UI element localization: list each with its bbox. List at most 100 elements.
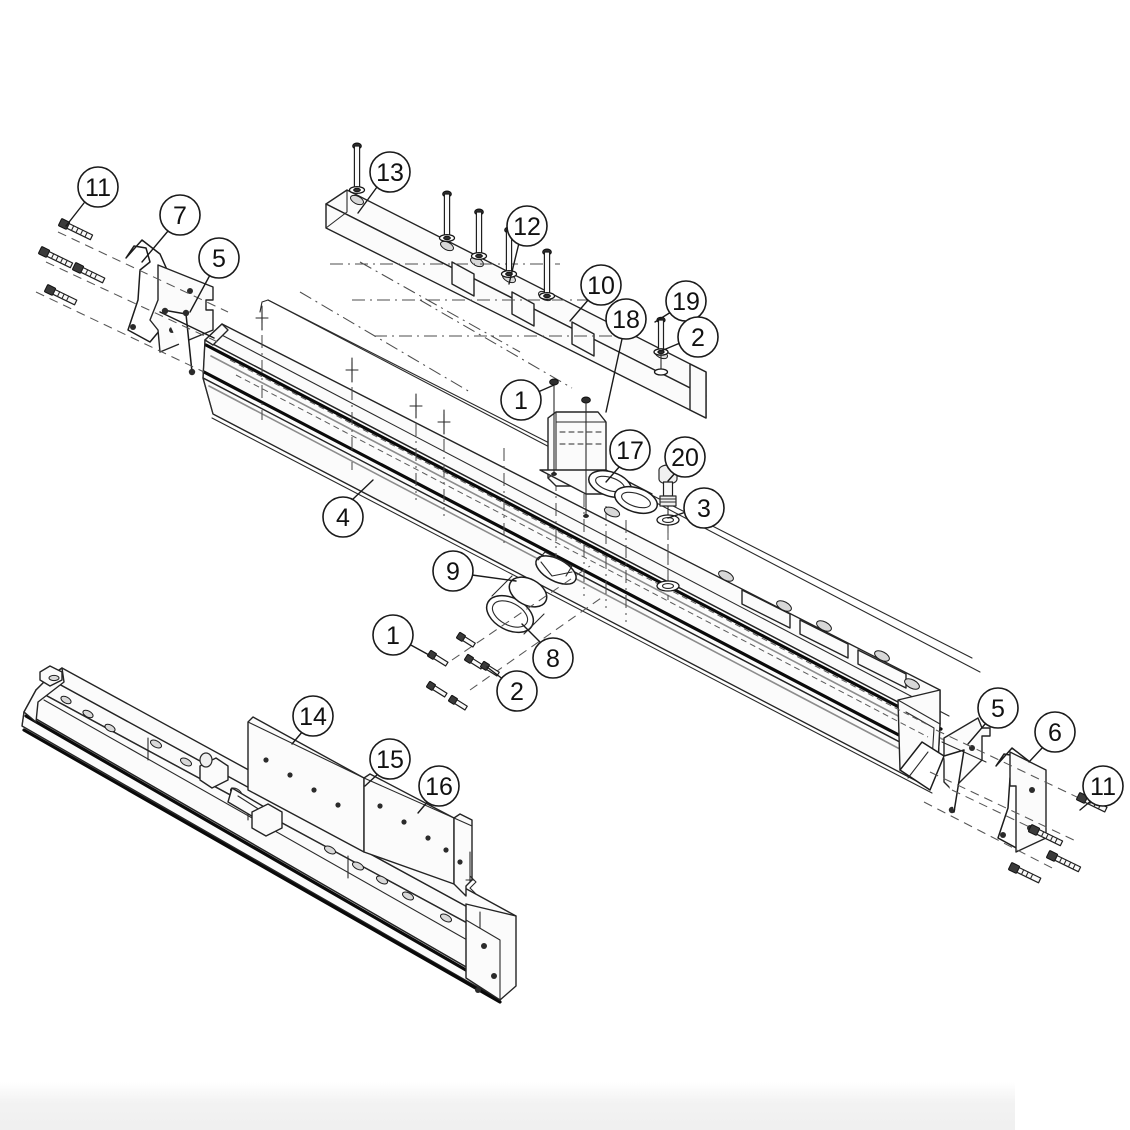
callout-number-19: 19: [672, 288, 700, 316]
callout-balloon-17[interactable]: [609, 429, 651, 471]
callout-number-3: 3: [697, 495, 711, 523]
callout-leader-8: [521, 623, 542, 644]
callout-number-6: 6: [1048, 719, 1062, 747]
callout-7[interactable]: 7: [141, 194, 201, 263]
callout-balloon-10[interactable]: [580, 264, 622, 306]
left-screws-11: [38, 218, 106, 306]
beam-edge-thin-2: [211, 417, 933, 794]
callout-balloon-11[interactable]: [1082, 765, 1124, 807]
callout-number-1: 1: [514, 387, 528, 415]
callout-leader-7: [141, 230, 169, 263]
callout-5[interactable]: 5: [189, 237, 240, 313]
beam-perforation-row: [229, 359, 931, 738]
callout-18[interactable]: 18: [605, 298, 647, 413]
beam-left-profile: [202, 339, 214, 415]
callout-leader-19: [654, 311, 672, 323]
callout-1[interactable]: 1: [372, 614, 430, 656]
beam-locating-ticks: [255, 305, 451, 435]
callout-balloon-1[interactable]: [500, 379, 542, 421]
callout-leader-5: [189, 274, 211, 313]
cross-rail-mount-tabs: [451, 261, 595, 357]
callout-11[interactable]: 11: [65, 166, 119, 227]
cover-panels-group: [247, 716, 477, 897]
callout-number-17: 17: [616, 437, 644, 465]
callout-leader-1: [537, 384, 555, 393]
callout-balloon-16[interactable]: [418, 765, 460, 807]
long-bolt-12b: [470, 208, 488, 261]
callout-number-11: 11: [85, 174, 111, 202]
callout-number-4: 4: [336, 504, 350, 532]
callout-number-9: 9: [446, 558, 460, 586]
right-bracket-axes: [923, 729, 1101, 871]
callout-4[interactable]: 4: [322, 479, 374, 538]
callout-leader-3: [667, 511, 687, 519]
callout-3[interactable]: 3: [667, 487, 725, 529]
callout-leader-6: [1028, 746, 1044, 763]
callout-balloon-13[interactable]: [369, 151, 411, 193]
callout-balloon-8[interactable]: [532, 637, 574, 679]
port-cover-9: [508, 576, 548, 608]
callout-2[interactable]: 2: [660, 316, 719, 358]
lower-beam-heavy-2: [22, 728, 502, 1004]
callout-balloon-5[interactable]: [977, 687, 1019, 729]
callout-number-1: 1: [386, 622, 400, 650]
callout-number-7: 7: [173, 202, 187, 230]
callout-balloon-12[interactable]: [506, 205, 548, 247]
callout-5[interactable]: 5: [967, 687, 1019, 745]
callout-6[interactable]: 6: [1028, 711, 1076, 763]
callout-number-12: 12: [513, 213, 541, 241]
callout-number-5: 5: [212, 245, 226, 273]
callout-balloon-5[interactable]: [198, 237, 240, 279]
callout-leader-9: [471, 574, 517, 582]
callout-balloon-3[interactable]: [683, 487, 725, 529]
callout-balloon-1[interactable]: [372, 614, 414, 656]
beam-shoulder-blocks: [718, 570, 920, 690]
callout-number-2: 2: [510, 678, 524, 706]
callout-balloon-9[interactable]: [432, 550, 474, 592]
callout-balloon-20[interactable]: [664, 436, 706, 478]
port-bolt-2d: [448, 694, 468, 711]
callout-17[interactable]: 17: [605, 429, 651, 483]
callout-balloon-15[interactable]: [369, 738, 411, 780]
callout-20[interactable]: 20: [664, 436, 706, 482]
callout-13[interactable]: 13: [357, 151, 411, 214]
callout-9[interactable]: 9: [432, 550, 517, 592]
beam-edge-gray-1: [210, 355, 945, 741]
callout-11[interactable]: 11: [1079, 765, 1124, 811]
cover-panel-16: [453, 813, 473, 897]
callout-12[interactable]: 12: [506, 205, 548, 285]
callout-14[interactable]: 14: [291, 695, 334, 745]
callout-leader-5: [967, 722, 987, 745]
callout-number-11: 11: [1090, 773, 1116, 801]
callout-balloon-6[interactable]: [1034, 711, 1076, 753]
port-seat-in-beam: [535, 551, 577, 585]
callout-balloon-4[interactable]: [322, 496, 364, 538]
callout-balloon-11[interactable]: [77, 166, 119, 208]
callout-leader-1: [408, 643, 430, 656]
right-plate-strut: [943, 749, 965, 813]
housing-body: [547, 411, 607, 487]
left-bracket-group: [125, 239, 215, 376]
callout-leader-4: [351, 479, 374, 501]
port-bolt-1b: [426, 680, 448, 698]
callout-balloon-14[interactable]: [292, 695, 334, 737]
port-fasteners: [426, 631, 500, 711]
callout-balloon-2[interactable]: [677, 316, 719, 358]
callout-1[interactable]: 1: [500, 379, 555, 421]
callout-10[interactable]: 10: [569, 264, 622, 322]
lower-beam-latch-mechanism: [199, 752, 283, 837]
callout-15[interactable]: 15: [364, 738, 411, 787]
callout-19[interactable]: 19: [654, 280, 707, 323]
callout-2[interactable]: 2: [486, 666, 538, 712]
callout-number-16: 16: [425, 773, 453, 801]
callout-balloon-7[interactable]: [159, 194, 201, 236]
callout-8[interactable]: 8: [521, 623, 574, 679]
callout-balloon-2[interactable]: [496, 670, 538, 712]
left-bracket-strut-2: [159, 311, 215, 339]
callout-balloon-18[interactable]: [605, 298, 647, 340]
long-bolt-12a: [438, 190, 456, 243]
callout-16[interactable]: 16: [417, 765, 460, 814]
callout-leader-15: [364, 772, 380, 787]
